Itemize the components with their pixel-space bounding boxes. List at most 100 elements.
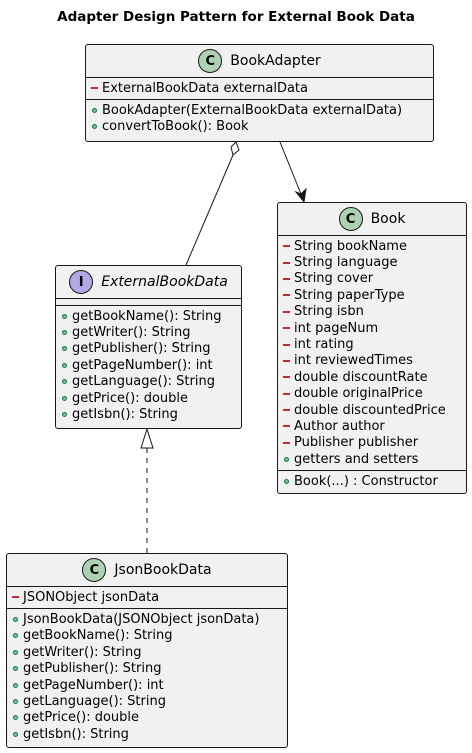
field-row: Publisher publisher [278, 435, 466, 451]
private-visibility-icon [278, 327, 294, 330]
field-row: String paperType [278, 287, 466, 303]
fields-section: JSONObject jsonData [7, 586, 287, 608]
private-visibility-icon [278, 425, 294, 428]
public-visibility-icon [7, 649, 23, 655]
class-icon: C [198, 49, 223, 73]
aggregation-diamond [230, 141, 240, 156]
public-visibility-icon [7, 633, 23, 639]
member-text: JSONObject jsonData [23, 589, 160, 605]
member-text: ExternalBookData externalData [102, 80, 308, 96]
member-text: getPageNumber(): int [72, 357, 213, 373]
public-visibility-icon [86, 124, 102, 130]
private-visibility-icon [278, 392, 294, 395]
method-row: getPrice(): double [7, 710, 287, 726]
class-name: JsonBookData [114, 562, 212, 578]
method-row: getPublisher(): String [56, 341, 241, 357]
private-visibility-icon [278, 277, 294, 280]
member-text: Author author [294, 418, 385, 434]
public-visibility-icon [7, 699, 23, 705]
member-text: double originalPrice [294, 386, 423, 402]
field-row: JSONObject jsonData [7, 589, 287, 605]
member-text: getBookName(): String [23, 628, 173, 644]
method-row: convertToBook(): Book [86, 119, 433, 135]
field-row: String cover [278, 271, 466, 287]
field-row: double discountedPrice [278, 402, 466, 418]
aggregation-line [185, 154, 234, 266]
class-name: Book [370, 211, 406, 227]
field-row: String language [278, 254, 466, 270]
member-text: getPrice(): double [23, 710, 140, 726]
member-text: double discountRate [294, 369, 428, 385]
field-row: int pageNum [278, 320, 466, 336]
member-text: getBookName(): String [72, 308, 222, 324]
public-visibility-icon [56, 412, 72, 418]
public-visibility-icon [86, 108, 102, 114]
public-visibility-icon [7, 666, 23, 672]
private-visibility-icon [278, 294, 294, 297]
public-visibility-icon [7, 715, 23, 721]
realization-triangle [140, 427, 154, 449]
member-text: String paperType [294, 287, 405, 303]
class-header: C BookAdapter [86, 45, 433, 77]
fields-section [56, 298, 241, 305]
method-row: getWriter(): String [56, 324, 241, 340]
method-row: getLanguage(): String [7, 693, 287, 709]
methods-section: BookAdapter(ExternalBookData externalDat… [86, 99, 433, 138]
method-row: getPageNumber(): int [56, 357, 241, 373]
interface-icon: I [69, 270, 94, 294]
member-text: getIsbn(): String [72, 407, 178, 423]
public-visibility-icon [7, 617, 23, 623]
class-name: BookAdapter [230, 53, 321, 69]
diagram-title: Adapter Design Pattern for External Book… [57, 9, 415, 25]
method-row: JsonBookData(JSONObject jsonData) [7, 611, 287, 627]
member-text: String language [294, 255, 398, 271]
field-row: ExternalBookData externalData [86, 80, 433, 96]
public-visibility-icon [56, 330, 72, 336]
method-row: getIsbn(): String [7, 726, 287, 742]
public-visibility-icon [56, 362, 72, 368]
member-text: convertToBook(): Book [102, 119, 249, 135]
public-visibility-icon [278, 456, 294, 462]
member-text: BookAdapter(ExternalBookData externalDat… [102, 103, 403, 119]
method-row: getPageNumber(): int [7, 677, 287, 693]
private-visibility-icon [86, 87, 102, 90]
method-row: BookAdapter(ExternalBookData externalDat… [86, 102, 433, 118]
class-icon: C [338, 207, 363, 231]
private-visibility-icon [278, 261, 294, 264]
private-visibility-icon [278, 343, 294, 346]
member-text: getPublisher(): String [23, 661, 162, 677]
public-visibility-icon [7, 731, 23, 737]
private-visibility-icon [278, 245, 294, 248]
public-visibility-icon [56, 346, 72, 352]
public-visibility-icon [7, 682, 23, 688]
method-row: getIsbn(): String [56, 406, 241, 422]
public-visibility-icon [278, 479, 294, 485]
private-visibility-icon [278, 409, 294, 412]
method-row: Book(...) : Constructor [278, 473, 466, 489]
fields-section: ExternalBookData externalData [86, 77, 433, 99]
private-visibility-icon [278, 310, 294, 313]
member-text: getWriter(): String [23, 644, 142, 660]
member-text: getPrice(): double [72, 390, 189, 406]
field-row: Author author [278, 418, 466, 434]
private-visibility-icon [278, 359, 294, 362]
method-row: getBookName(): String [7, 628, 287, 644]
field-row: double discountRate [278, 369, 466, 385]
method-row: getPublisher(): String [7, 661, 287, 677]
methods-section: JsonBookData(JSONObject jsonData)getBook… [7, 608, 287, 745]
member-text: String bookName [294, 238, 407, 254]
public-visibility-icon [56, 379, 72, 385]
member-text: String cover [294, 271, 374, 287]
member-text: getLanguage(): String [72, 374, 215, 390]
methods-section: Book(...) : Constructor [278, 470, 466, 492]
member-text: getWriter(): String [72, 325, 191, 341]
method-row: getBookName(): String [56, 308, 241, 324]
private-visibility-icon [278, 376, 294, 379]
